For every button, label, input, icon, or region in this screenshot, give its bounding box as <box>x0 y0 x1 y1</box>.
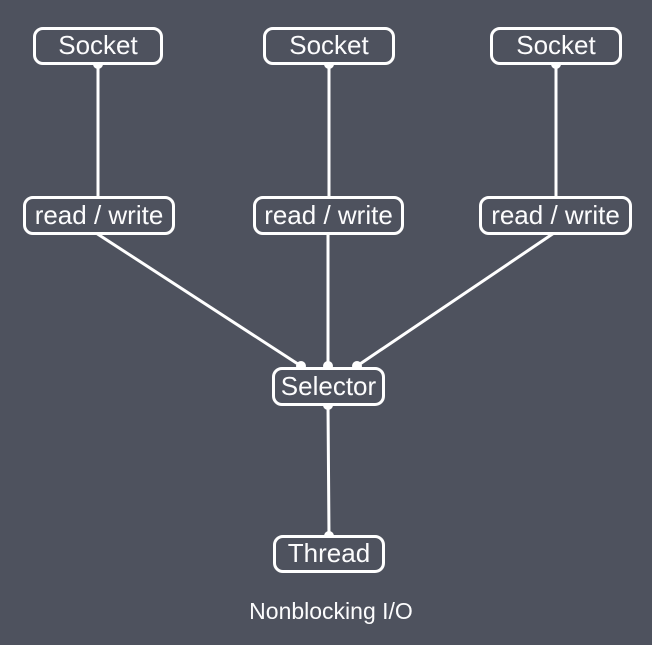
edge-rw1-selector <box>94 231 303 368</box>
node-read-write-2-label: read / write <box>264 199 393 230</box>
node-selector-label: Selector <box>280 370 377 401</box>
node-socket-2: Socket <box>263 27 395 65</box>
edge-selector-thread <box>326 403 331 538</box>
node-read-write-2: read / write <box>253 196 404 235</box>
node-socket-1: Socket <box>33 27 163 65</box>
node-read-write-1: read / write <box>23 196 175 235</box>
node-socket-3-label: Socket <box>516 30 596 60</box>
node-socket-3: Socket <box>490 27 622 65</box>
node-socket-2-label: Socket <box>289 30 369 60</box>
node-thread-label: Thread <box>287 538 371 568</box>
diagram-caption: Nonblocking I/O <box>249 598 413 624</box>
node-socket-1-label: Socket <box>58 30 138 60</box>
edge-rw3-selector <box>355 231 556 368</box>
node-read-write-3: read / write <box>479 196 632 235</box>
node-selector: Selector <box>272 367 385 406</box>
node-read-write-3-label: read / write <box>491 199 620 230</box>
node-read-write-1-label: read / write <box>34 199 164 230</box>
node-thread: Thread <box>273 535 385 573</box>
